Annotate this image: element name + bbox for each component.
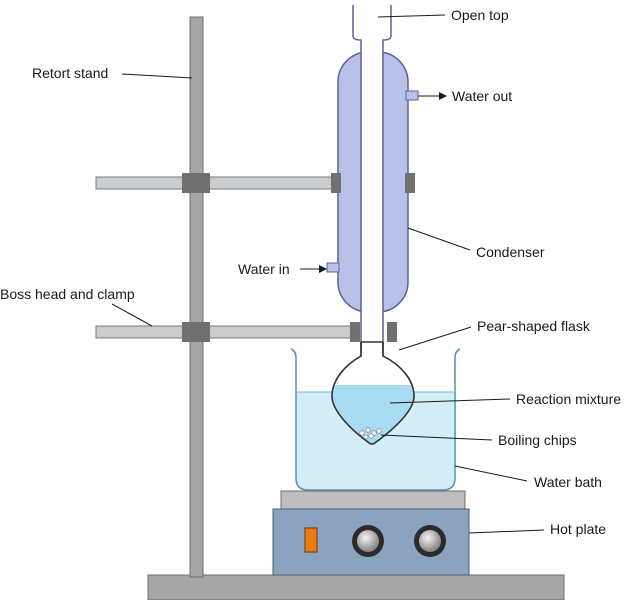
leader-retort-stand (121, 73, 193, 79)
leader-condenser (407, 227, 471, 251)
leader-boiling-chips (380, 434, 493, 441)
lower-clamp-jaw-right (387, 322, 397, 342)
label-reaction-mixture: Reaction mixture (516, 391, 621, 407)
label-retort-stand: Retort stand (32, 65, 108, 81)
water-out-port (405, 90, 419, 101)
upper-clamp-jaw-left (331, 173, 341, 193)
lower-clamp-arm (95, 325, 359, 339)
upper-boss-head (182, 173, 210, 193)
upper-clamp-jaw-right (405, 173, 415, 193)
stand-base (147, 574, 565, 600)
leader-reaction-mixture (389, 398, 511, 404)
boiling-chips (359, 427, 382, 440)
power-indicator (304, 527, 318, 553)
leader-boss-head (111, 303, 153, 327)
label-water-in: Water in (238, 261, 290, 277)
hot-plate (272, 490, 470, 576)
leader-hot-plate (468, 529, 545, 534)
label-pear-flask: Pear-shaped flask (477, 318, 591, 334)
label-boiling-chips: Boiling chips (498, 432, 577, 448)
water-in-port (326, 262, 340, 273)
label-boss-head-clamp: Boss head and clamp (0, 286, 135, 302)
leader-pear-flask (398, 326, 472, 351)
pear-shaped-flask (331, 341, 415, 445)
label-open-top: Open top (451, 7, 509, 23)
upper-clamp-arm (95, 176, 339, 190)
lower-boss-head (182, 322, 210, 342)
label-water-out: Water out (452, 88, 512, 104)
reaction-mixture-liquid (332, 385, 414, 444)
label-hot-plate: Hot plate (550, 521, 606, 537)
retort-stand-rod (189, 16, 204, 578)
label-condenser: Condenser (476, 244, 545, 260)
lower-clamp-jaw-left (350, 322, 360, 342)
leader-water-bath (454, 465, 528, 482)
label-water-bath: Water bath (534, 474, 602, 490)
leader-open-top (377, 14, 446, 18)
